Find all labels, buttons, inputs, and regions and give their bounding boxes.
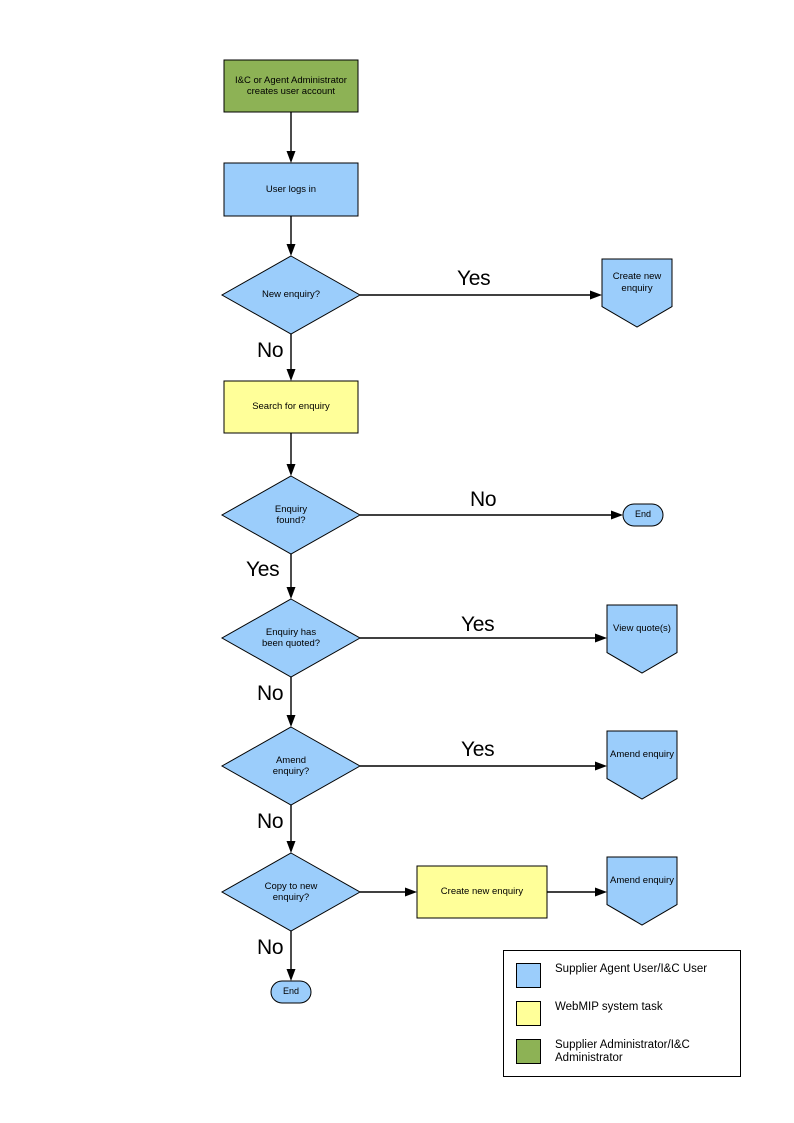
edge-label-yes-enquiry-found: Yes	[246, 558, 280, 581]
legend-swatch-system-yellow	[516, 1001, 541, 1026]
node-end-bottom	[270, 980, 312, 1004]
edge-found-yes-to-quoted	[286, 554, 296, 599]
node-view-quotes	[606, 604, 678, 674]
node-new-enquiry-decision	[220, 255, 362, 335]
edge-admin-to-login	[286, 112, 296, 163]
edge-search-to-found	[286, 433, 296, 476]
edge-label-no-enquiry-quoted: No	[257, 682, 284, 705]
legend-item-admin: Supplier Administrator/I&C Administrator	[516, 1039, 735, 1065]
edge-amend-enquiry-yes	[360, 761, 607, 771]
node-admin-creates-account	[223, 59, 359, 113]
edge-label-no-new-enquiry: No	[257, 339, 284, 362]
edge-copy-no-to-end	[286, 931, 296, 981]
node-amend-enquiry-decision	[220, 726, 362, 806]
edge-label-yes-new-enquiry: Yes	[457, 267, 491, 290]
node-amend-enquiry-bottom	[606, 856, 678, 926]
edge-enquiry-quoted-yes	[360, 633, 607, 643]
edge-login-to-new-enquiry	[286, 216, 296, 256]
edge-quoted-no-to-amend	[286, 677, 296, 727]
edge-create-to-amend-bottom	[547, 887, 607, 897]
node-enquiry-quoted-decision	[220, 598, 362, 678]
edge-label-no-copy-to-new: No	[257, 936, 284, 959]
node-amend-enquiry-mid	[606, 730, 678, 800]
edge-amend-no-to-copy	[286, 805, 296, 853]
legend-item-system: WebMIP system task	[516, 1001, 663, 1026]
node-enquiry-found-decision	[220, 475, 362, 555]
node-user-logs-in	[223, 162, 359, 217]
legend-swatch-user-blue	[516, 963, 541, 988]
node-end-top	[622, 503, 664, 527]
edge-label-yes-amend-enquiry: Yes	[461, 738, 495, 761]
edge-new-enquiry-yes	[360, 290, 602, 300]
node-create-new-enquiry-top	[601, 258, 673, 328]
legend-swatch-admin-green	[516, 1039, 541, 1064]
legend-item-user: Supplier Agent User/I&C User	[516, 963, 707, 988]
edge-enquiry-found-no	[360, 510, 623, 520]
edge-new-enquiry-no-to-search	[286, 334, 296, 381]
legend: Supplier Agent User/I&C User WebMIP syst…	[503, 950, 741, 1077]
edge-copy-yes-to-create	[360, 887, 417, 897]
node-create-new-enquiry-bottom	[416, 865, 548, 919]
edge-label-no-amend-enquiry: No	[257, 810, 284, 833]
node-copy-to-new-enquiry-decision	[220, 852, 362, 932]
legend-label-user: Supplier Agent User/I&C User	[555, 963, 708, 975]
node-search-for-enquiry	[223, 380, 359, 434]
edge-label-yes-enquiry-quoted: Yes	[461, 613, 495, 636]
edge-label-no-enquiry-found: No	[470, 488, 497, 511]
legend-label-system: WebMIP system task	[555, 1001, 663, 1013]
legend-label-admin: Supplier Administrator/I&C Administrator	[555, 1039, 690, 1064]
